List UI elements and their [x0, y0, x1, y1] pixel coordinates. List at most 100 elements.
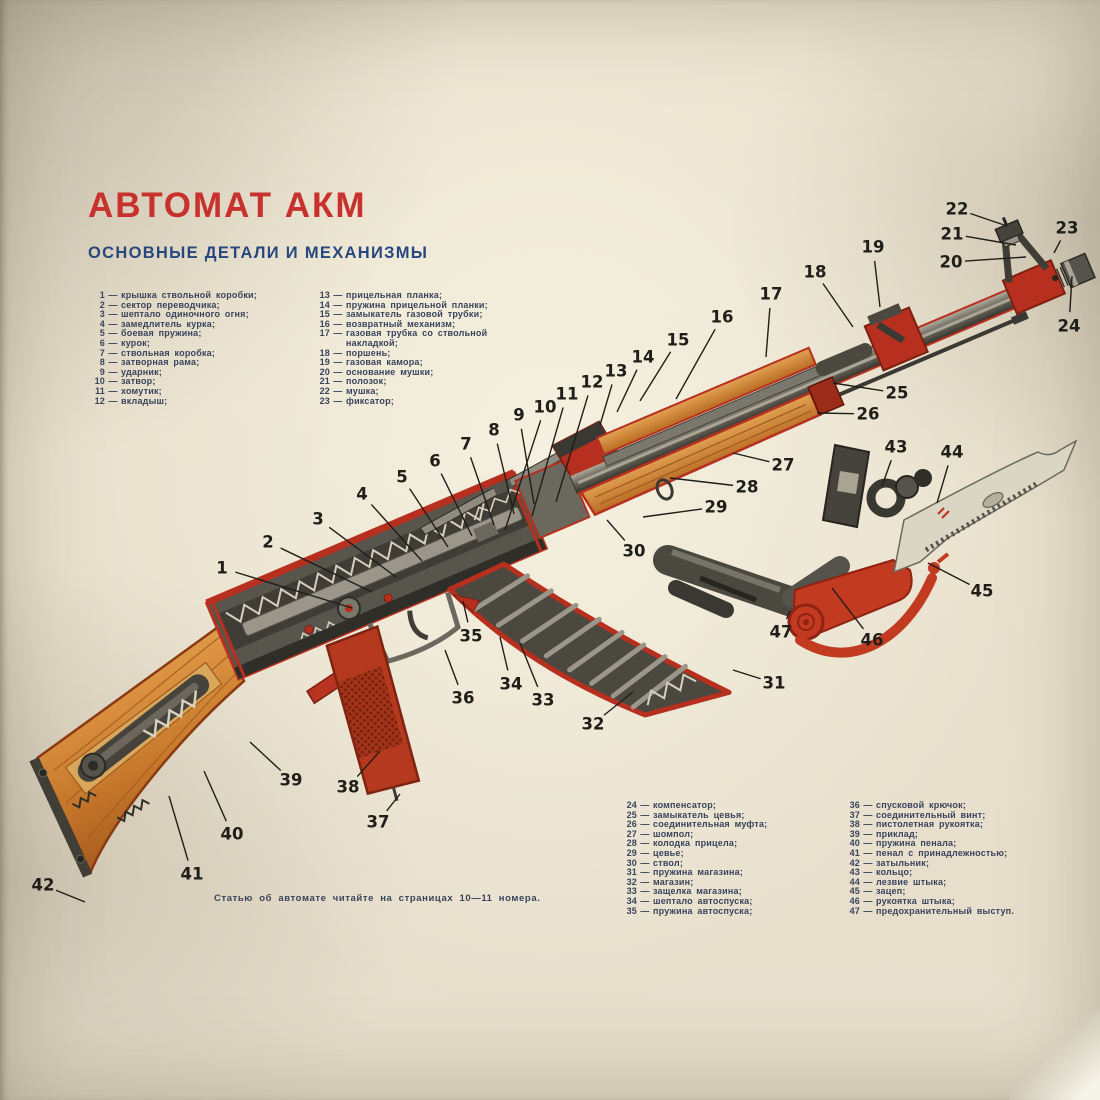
- legend-item-14: 14—пружина прицельной планки;: [313, 299, 525, 311]
- legend-item-7: 7—ствольная коробка;: [88, 347, 310, 359]
- callout-line-32: [603, 691, 634, 716]
- callout-number-8: 8: [488, 421, 499, 440]
- callout-number-27: 27: [772, 456, 795, 475]
- legend-item-24: 24—компенсатор;: [620, 800, 840, 811]
- legend-item-dash: —: [333, 309, 343, 320]
- legend-item-dash: —: [108, 357, 118, 368]
- callout-line-34: [499, 636, 509, 671]
- legend-column-1: 1—крышка ствольной коробки;2—сектор пере…: [88, 290, 310, 406]
- trigger-guard: [367, 591, 461, 665]
- receiver-cover-edge: [205, 469, 516, 607]
- legend-item-dash: —: [863, 847, 873, 858]
- legend-item-number: 32: [626, 876, 637, 887]
- callout-number-4: 4: [356, 485, 367, 504]
- legend-item-number: 3: [99, 309, 105, 320]
- callout-number-17: 17: [760, 285, 783, 304]
- legend-item-number: 42: [849, 857, 860, 868]
- legend-item-dash: —: [108, 299, 118, 310]
- legend-item-number: 37: [849, 809, 860, 820]
- legend-item-dash: —: [863, 867, 873, 878]
- bayonet: [653, 439, 1078, 658]
- legend-item-number: 43: [849, 867, 860, 878]
- legend-item-8: 8—затворная рама;: [88, 358, 310, 368]
- callout-number-38: 38: [337, 778, 360, 797]
- callout-number-6: 6: [429, 452, 440, 471]
- legend-item-dash: —: [333, 366, 343, 377]
- legend-item-number: 9: [99, 366, 105, 377]
- callout-line-18: [822, 283, 854, 328]
- sling-swivel: [655, 478, 674, 501]
- legend-item-dash: —: [640, 876, 650, 887]
- legend-item-number: 33: [626, 886, 637, 897]
- callout-number-2: 2: [262, 533, 273, 552]
- legend-item-number: 16: [319, 318, 330, 329]
- legend-item-37: 37—соединительный винт;: [843, 809, 1081, 821]
- legend-item-dash: —: [863, 828, 873, 839]
- legend-item-13: 13—прицельная планка;: [313, 290, 525, 301]
- legend-item-label: зацеп;: [876, 886, 906, 897]
- callout-number-30: 30: [623, 542, 646, 561]
- callout-number-42: 42: [32, 876, 55, 895]
- legend-item-2: 2—сектор переводчика;: [88, 299, 310, 311]
- legend-item-label: компенсатор;: [653, 800, 717, 810]
- callout-number-33: 33: [532, 691, 555, 710]
- recoil-spring: [225, 503, 485, 624]
- callout-number-10: 10: [534, 398, 557, 417]
- callout-number-12: 12: [581, 373, 604, 392]
- legend-item-number: 13: [319, 290, 330, 300]
- callout-line-24: [1069, 275, 1073, 313]
- legend-item-number: 17: [319, 328, 330, 339]
- legend-item-number: 21: [319, 376, 330, 387]
- legend-item-number: 39: [849, 828, 860, 839]
- legend-item-dash: —: [333, 385, 343, 396]
- callout-line-19: [873, 260, 881, 308]
- legend-item-label: замыкатель газовой трубки;: [346, 309, 483, 320]
- legend-item-number: 7: [99, 347, 105, 358]
- legend-item-label: затворная рама;: [121, 357, 200, 368]
- legend-item-dash: —: [108, 328, 118, 339]
- legend-item-number: 47: [849, 905, 860, 916]
- callout-line-22: [970, 212, 1008, 227]
- legend-item-number: 20: [319, 366, 330, 377]
- legend-item-number: 28: [626, 838, 637, 849]
- legend-item-dash: —: [863, 886, 873, 897]
- barrel: [568, 273, 1053, 495]
- legend-item-number: 41: [849, 847, 860, 858]
- legend-item-number: 14: [319, 299, 330, 310]
- callout-number-22: 22: [946, 200, 969, 219]
- legend-item-dash: —: [108, 337, 118, 348]
- callout-number-20: 20: [940, 253, 963, 272]
- callout-number-28: 28: [736, 478, 759, 497]
- legend-item-label: лезвие штыка;: [876, 876, 947, 887]
- legend-item-number: 27: [626, 828, 637, 839]
- callout-number-26: 26: [857, 405, 880, 424]
- legend-item-9: 9—ударник;: [88, 366, 310, 378]
- legend-item-21: 21—полозок;: [313, 377, 525, 387]
- callout-number-40: 40: [221, 825, 244, 844]
- bayonet-ring: [866, 478, 906, 518]
- legend-item-6: 6—курок;: [88, 337, 310, 349]
- retainer-detent: [1052, 275, 1059, 282]
- legend-item-label: ствол;: [653, 857, 684, 868]
- legend-item-dash: —: [640, 867, 650, 878]
- legend-item-label: замыкатель цевья;: [653, 809, 745, 820]
- legend-item-number: 4: [99, 318, 105, 329]
- legend-item-dash: —: [863, 838, 873, 849]
- callout-line-13: [599, 384, 613, 426]
- legend-item-label: спусковой крючок;: [876, 800, 967, 810]
- legend-item-23: 23—фиксатор;: [313, 396, 525, 407]
- callout-number-29: 29: [705, 498, 728, 517]
- legend-item-39: 39—приклад;: [843, 828, 1081, 840]
- callout-line-46: [831, 587, 865, 630]
- legend-item-label: колодка прицела;: [653, 838, 738, 849]
- legend-item-45: 45—зацеп;: [843, 887, 1081, 897]
- legend-column-4: 36—спусковой крючок;37—соединительный ви…: [843, 800, 1081, 916]
- callout-number-21: 21: [941, 225, 964, 244]
- legend-item-dash: —: [863, 857, 873, 868]
- legend-item-33: 33—защелка магазина;: [620, 887, 840, 897]
- page-corner-highlight: [1010, 1010, 1100, 1100]
- callout-line-36: [444, 649, 459, 686]
- legend-item-38: 38—пистолетная рукоятка;: [843, 820, 1081, 830]
- legend-item-dash: —: [863, 876, 873, 887]
- callout-number-24: 24: [1058, 317, 1081, 336]
